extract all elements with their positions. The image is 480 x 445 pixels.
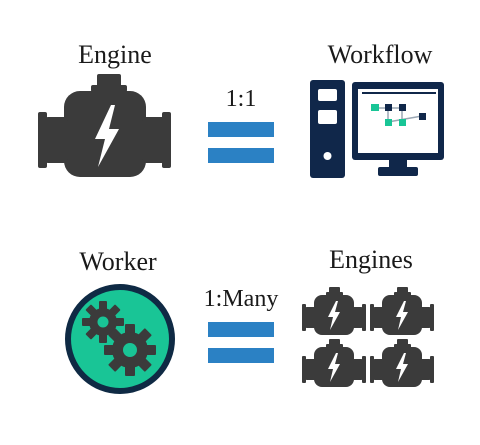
workflow-label: Workflow: [327, 40, 433, 69]
engine-lightning-icon: [370, 287, 434, 335]
one-to-many-ratio: 1:Many: [203, 286, 279, 312]
equals-bottom-bar: [208, 148, 274, 163]
engine-lightning-icon: [38, 74, 171, 177]
computer-workflow-icon: [310, 80, 444, 178]
worker-label: Worker: [79, 247, 157, 276]
one-to-one-ratio: 1:1: [225, 86, 257, 112]
equals-sign-2: [208, 322, 274, 364]
engine-label: Engine: [78, 40, 152, 69]
equals-top-bar: [208, 322, 274, 337]
equals-sign-1: [208, 122, 274, 164]
equals-top-bar: [208, 122, 274, 137]
engines-grid: [302, 287, 434, 387]
equals-bottom-bar: [208, 348, 274, 363]
engine-lightning-icon: [302, 287, 366, 335]
engine-lightning-icon: [370, 339, 434, 387]
gears-icon: [65, 284, 175, 394]
engines-label: Engines: [329, 245, 413, 274]
engine-lightning-icon: [302, 339, 366, 387]
